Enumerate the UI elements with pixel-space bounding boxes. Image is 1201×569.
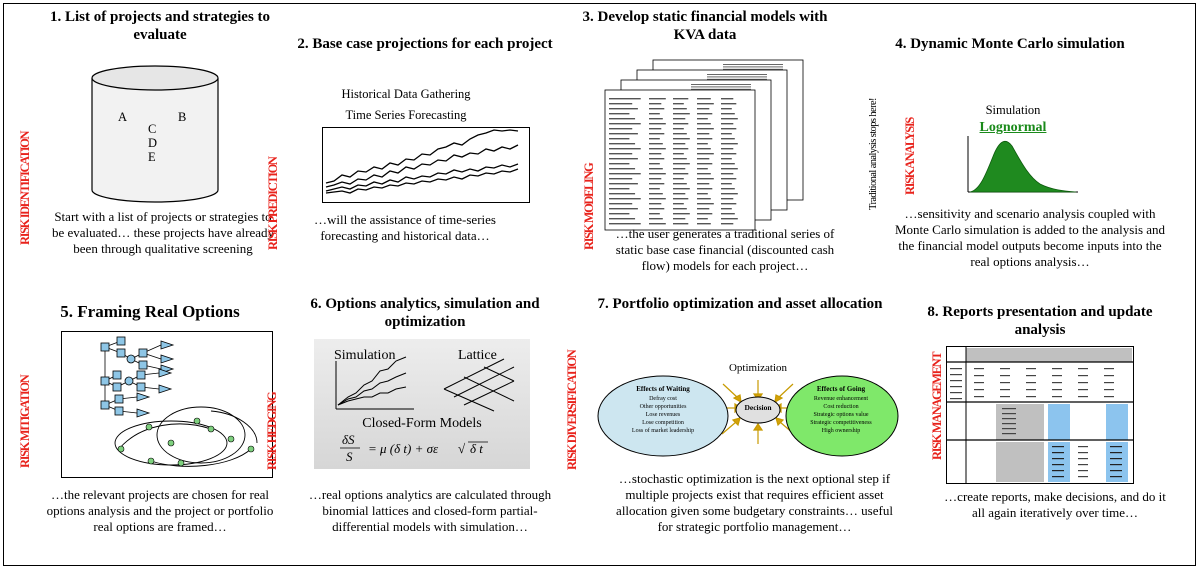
- project-letter: C: [148, 122, 157, 136]
- chart-label: Historical Data Gathering: [341, 87, 471, 101]
- panel-title: 5. Framing Real Options: [60, 302, 240, 321]
- panel-description: …the relevant projects are chosen for re…: [46, 487, 274, 534]
- panel-description: …stochastic optimization is the next opt…: [616, 471, 893, 534]
- panel-title: 4. Dynamic Monte Carlo simulation: [895, 36, 1125, 52]
- risk-label: RISK MODELING: [582, 163, 596, 250]
- distribution-label: Lognormal: [979, 120, 1047, 135]
- going-item: Strategic competitiveness: [810, 420, 872, 426]
- panel-title: 1. List of projects and strategies to ev…: [49, 9, 271, 43]
- spreadsheet-stack-icon: [604, 59, 804, 231]
- chart-label: Optimization: [728, 362, 788, 374]
- time-series-chart: [322, 127, 530, 203]
- spreadsheet-page: [604, 89, 756, 231]
- project-letter: B: [178, 110, 187, 124]
- chart-label: Simulation: [334, 348, 396, 363]
- risk-label: RISK MANAGEMENT: [930, 352, 944, 460]
- cylinder-icon: [91, 65, 219, 203]
- waiting-item: Defray cost: [649, 396, 677, 402]
- panel-title: 3. Develop static financial models with …: [582, 9, 828, 43]
- project-letter: D: [148, 136, 158, 150]
- waiting-title: Effects of Waiting: [636, 385, 690, 393]
- panel-description: …real options analytics are calculated t…: [308, 487, 552, 534]
- panel-description: …will the assistance of time-series fore…: [314, 212, 496, 243]
- svg-text:√: √: [458, 441, 466, 456]
- panel-title: 6. Options analytics, simulation and opt…: [310, 296, 540, 330]
- risk-label: RISK MITIGATION: [18, 375, 32, 468]
- lognormal-chart: [967, 136, 1078, 193]
- svg-text:δ t: δ t: [470, 441, 483, 456]
- going-item: Strategic options value: [813, 412, 869, 418]
- chart-label: Lattice: [458, 348, 497, 363]
- project-letter: E: [148, 150, 156, 164]
- panel-description: …sensitivity and scenario analysis coupl…: [894, 206, 1166, 269]
- risk-label: RISK HEDGING: [265, 392, 279, 470]
- panel-title: 8. Reports presentation and update analy…: [927, 304, 1153, 338]
- waiting-item: Other opportunities: [639, 404, 687, 410]
- going-item: Revenue enhancement: [813, 396, 869, 402]
- panel-description: …create reports, make decisions, and do …: [944, 489, 1166, 520]
- risk-label: RISK PREDICTION: [266, 157, 280, 250]
- svg-text:= μ (δ t) + σε: = μ (δ t) + σε: [368, 441, 439, 456]
- waiting-item: Loss of market leadership: [631, 428, 695, 434]
- project-letter: A: [118, 110, 128, 124]
- going-title: Effects of Going: [816, 385, 866, 393]
- chart-label: Time Series Forecasting: [345, 108, 467, 122]
- side-note: Traditional analysis stops here!: [868, 98, 879, 210]
- options-analytics-box: [314, 339, 530, 469]
- report-table-icon: [946, 346, 1134, 484]
- going-item: Cost reduction: [823, 404, 859, 410]
- chart-label: Simulation: [985, 103, 1041, 117]
- svg-text:S: S: [346, 449, 353, 464]
- diagram-frame: [3, 3, 1196, 566]
- decision-node: Decision: [744, 403, 772, 412]
- risk-label: RISK ANALYSIS: [903, 118, 917, 195]
- waiting-item: Lose revenues: [645, 412, 681, 418]
- options-framing-diagram: [61, 331, 273, 478]
- panel-description: …the user generates a traditional series…: [615, 226, 835, 273]
- panel-title: 7. Portfolio optimization and asset allo…: [597, 296, 883, 312]
- risk-label: RISK IDENTIFICATION: [18, 131, 32, 245]
- panel-description: Start with a list of projects or strateg…: [52, 209, 274, 256]
- risk-label: RISK DIVERSIFICATION: [565, 350, 579, 470]
- waiting-item: Lose competition: [642, 420, 684, 426]
- svg-text:δS: δS: [342, 432, 355, 447]
- chart-label: Closed-Form Models: [362, 416, 482, 431]
- optimization-diagram: [597, 375, 899, 457]
- panel-title: 2. Base case projections for each projec…: [297, 36, 553, 52]
- closed-form-equation: δS S = μ (δ t) + σε √ δ t: [340, 432, 488, 464]
- going-item: High ownership: [821, 428, 861, 434]
